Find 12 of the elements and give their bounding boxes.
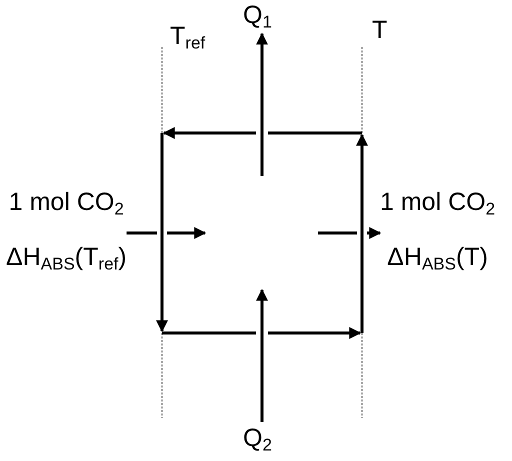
node-label: ΔH$_{ABS}$(T) <box>387 242 488 274</box>
arrow <box>125 227 206 239</box>
arrow <box>256 288 268 422</box>
node-label: ΔH$_{ABS}$(T$_{ref}$) <box>6 242 127 274</box>
arrow <box>256 32 268 176</box>
temperature-label: T <box>372 16 388 45</box>
node-label: Q$_{2}$ <box>243 424 272 455</box>
node-label: 1 mol CO$_{2}$ <box>380 188 496 219</box>
node-label: Q$_{1}$ <box>243 1 272 32</box>
node-label: 1 mol CO$_{2}$ <box>8 188 124 219</box>
arrow <box>316 227 382 239</box>
temperature-label: T$_{ref}$ <box>170 22 206 53</box>
